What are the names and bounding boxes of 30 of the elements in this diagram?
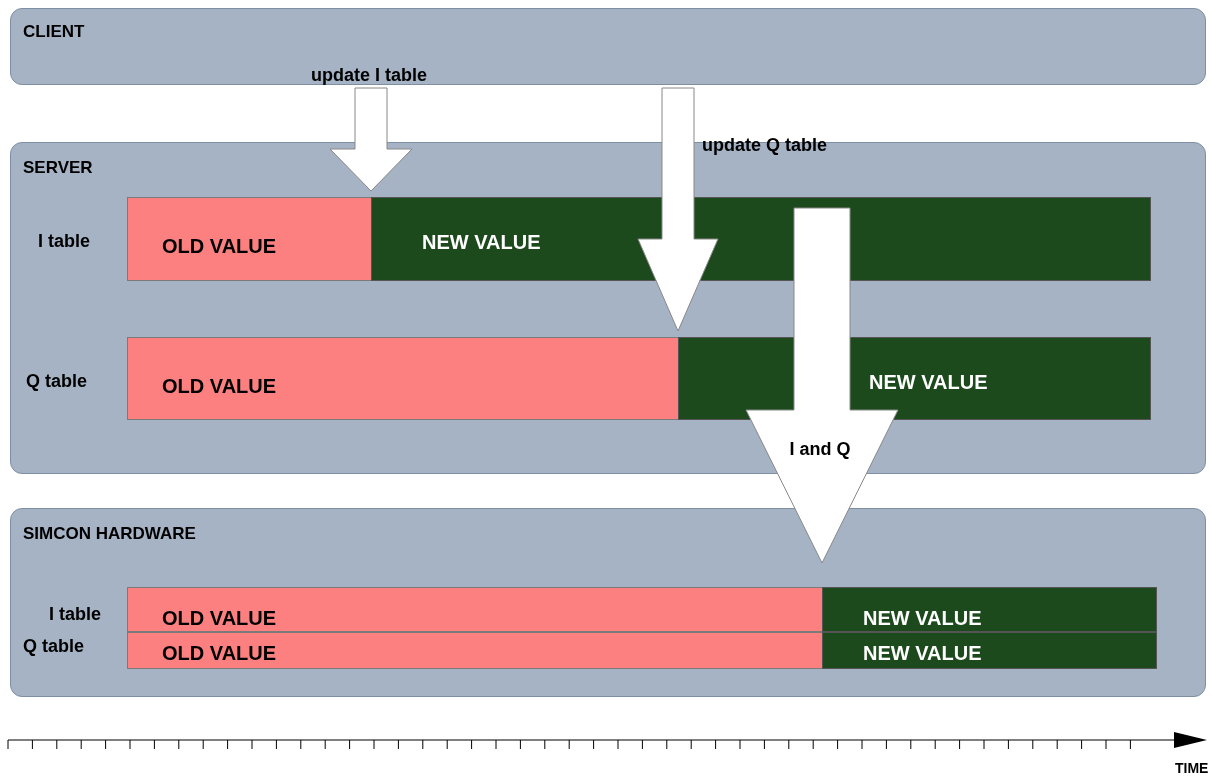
old-value-bar xyxy=(127,632,823,669)
value-label: NEW VALUE xyxy=(863,608,982,628)
value-label: NEW VALUE xyxy=(869,372,988,392)
value-label: OLD VALUE xyxy=(162,236,277,256)
edge-label: update Q table xyxy=(702,135,827,154)
block-arrow xyxy=(637,87,719,332)
block-arrow xyxy=(329,87,413,192)
value-label: OLD VALUE xyxy=(162,376,277,396)
row-label: I table xyxy=(38,232,90,250)
row-label: Q table xyxy=(23,637,84,655)
new-value-bar xyxy=(822,587,1157,632)
block-arrow xyxy=(745,207,899,564)
new-value-bar xyxy=(822,632,1157,669)
row-label: Q table xyxy=(26,372,87,390)
row-label: I table xyxy=(49,605,101,623)
value-label: NEW VALUE xyxy=(863,643,982,663)
value-label: NEW VALUE xyxy=(422,232,541,252)
old-value-bar xyxy=(127,337,679,420)
edge-label: I and Q xyxy=(789,440,851,458)
axis-label: TIME xyxy=(1175,761,1209,775)
swimlane-band xyxy=(10,508,1206,697)
edge-label: update I table xyxy=(311,66,427,84)
old-value-bar xyxy=(127,197,372,281)
lane-title: CLIENT xyxy=(23,23,85,40)
old-value-bar xyxy=(127,587,823,632)
swimlane-band xyxy=(10,8,1206,85)
value-label: OLD VALUE xyxy=(162,608,277,628)
lane-title: SERVER xyxy=(23,159,93,176)
lane-title: SIMCON HARDWARE xyxy=(23,525,196,542)
value-label: OLD VALUE xyxy=(162,643,277,663)
